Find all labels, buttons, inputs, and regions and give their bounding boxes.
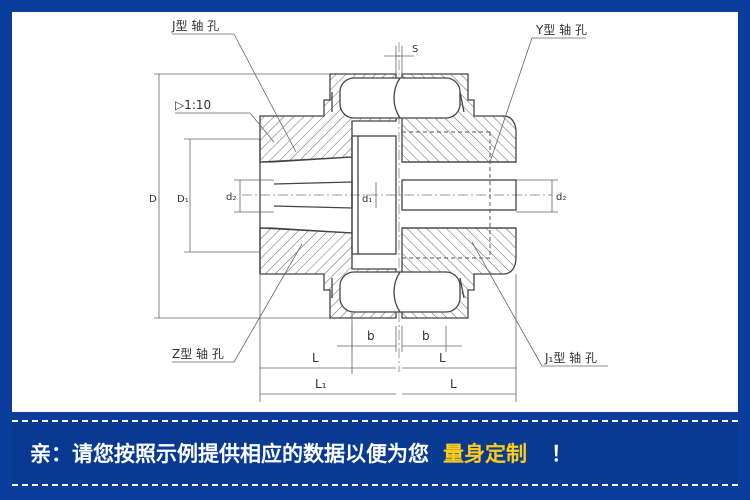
banner-text: 亲：请您按照示例提供相应的数据以便为您 (30, 442, 429, 466)
dim-d1: d₁ (362, 194, 372, 205)
lower-pin (331, 271, 465, 313)
dim-b-left: b (367, 329, 375, 343)
custom-order-banner: 亲：请您按照示例提供相应的数据以便为您 量身定制 ！ (12, 420, 738, 486)
dim-d2-left: d₂ (226, 192, 236, 203)
taper-label: ▷1:10 (175, 98, 211, 112)
dim-D1: D₁ (177, 194, 189, 205)
label-y-bore: Y型 轴 孔 (535, 22, 587, 37)
upper-pin (331, 77, 465, 119)
diagram-panel: D D₁ d₂ d₁ d₂ S ▷1:10 b (12, 12, 738, 412)
dim-L-right-lower: L (450, 377, 457, 391)
label-z-bore: Z型 轴 孔 (172, 346, 224, 361)
dim-L-right-upper: L (439, 351, 446, 365)
banner-exclaim: ！ (551, 442, 572, 466)
dim-b-right: b (422, 329, 430, 343)
dim-D: D (149, 194, 157, 205)
dim-L1: L₁ (315, 377, 327, 391)
dim-L-left: L (312, 351, 319, 365)
label-j1-bore: J₁型 轴 孔 (544, 350, 597, 365)
coupling-drawing: D D₁ d₂ d₁ d₂ S ▷1:10 b (149, 18, 608, 402)
dim-d2-right: d₂ (556, 192, 566, 203)
dim-S: S (412, 44, 418, 55)
label-j-bore: J型 轴 孔 (171, 18, 219, 33)
banner-highlight: 量身定制 (443, 442, 527, 466)
